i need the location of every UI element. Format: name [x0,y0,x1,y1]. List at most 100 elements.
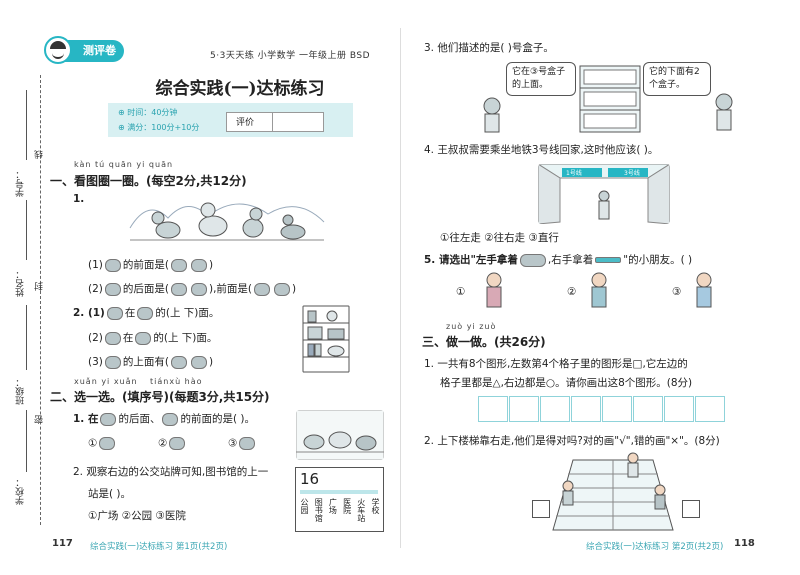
fox-option-icon[interactable] [170,282,187,296]
bus-stop-sign: 16 公园 图书馆 广场 医院 火车站 学校 [295,467,384,532]
ball-icon [137,306,154,320]
shape-cell-3[interactable] [540,396,570,422]
cut-line [40,75,41,525]
q2-1: 2. (1)在的(上 下)面。 [73,305,219,320]
section2-pinyin-2: tiánxù hào [150,377,203,386]
rq5-option-2[interactable]: ② [567,286,577,298]
teddy-icon[interactable] [190,355,207,369]
evaluation-box[interactable] [226,112,324,132]
animals-line-illustration [296,410,384,460]
shape-cell-2[interactable] [509,396,539,422]
q2-2-num: (2) [88,332,103,344]
shape-cell-1[interactable] [478,396,508,422]
shape-cell-7[interactable] [664,396,694,422]
monkey-icon [104,282,121,296]
deer-icon [162,412,179,426]
stop-list: 公园 图书馆 广场 医院 火车站 学校 [299,498,381,530]
bear-icon[interactable] [190,282,207,296]
q4-options[interactable]: ①广场 ②公园 ③医院 [88,510,186,522]
q3-option-3-label: ③ [228,437,238,450]
speech-bubble-right: 它的下面有2个盒子。 [643,62,711,96]
q2-1-text2[interactable]: 的(上 下)面。 [155,307,220,319]
score-info: ⊕ 满分：100分+10分 [118,123,200,132]
cow-icon [239,437,256,450]
rq5-end[interactable]: "的小朋友。( ) [623,254,693,266]
q2-2-text2[interactable]: 的(上 下)面。 [153,332,218,344]
dog-icon[interactable] [254,282,271,296]
class-label: 班级： [16,378,26,405]
rq5-prefix: 5. 请选出"左手拿着 [424,254,518,266]
q1-2-text2: ),前面是( [208,283,253,295]
q2-2: (2)在的(上 下)面。 [88,330,217,345]
boxes-cabinet-illustration [483,65,733,133]
fox-icon [104,258,121,272]
q3-option-1[interactable]: ① [88,437,117,450]
name-field[interactable] [26,200,27,260]
mascot-icon [44,36,72,64]
rq7-text: 2. 上下楼梯靠右走,他们是得对吗?对的画"√",错的画"×"。(8分) [424,435,720,447]
line1-sign: 1号线 [566,169,582,177]
left-footer: 综合实践(一)达标练习 第1页(共2页) [90,542,228,552]
q1-1: (1)的前面是() [88,258,214,272]
section3-pinyin: zuò yi zuò [446,322,497,331]
series-header: 5·3天天练 小学数学 一年级上册 BSD [210,51,371,61]
q3-end[interactable]: 的前面的是( )。 [180,413,255,425]
q3-option-2-label: ② [158,437,168,450]
goat-icon [99,437,116,450]
q2-3-num: (3) [88,356,103,368]
time-info: ⊕ 时间：40分钟 [118,108,178,117]
q2-1-num: 2. (1) [73,307,105,319]
rabbit-icon[interactable] [190,258,207,272]
car-icon[interactable] [170,355,187,369]
shape-cell-4[interactable] [571,396,601,422]
stop-3: 广场 [328,498,338,514]
student-id-label: 学号： [16,170,26,197]
lunchbox-icon [519,253,546,267]
class-field[interactable] [26,305,27,370]
children-illustration [486,272,712,308]
animals-race-illustration [129,202,325,241]
section2-heading: 二、选一选。(填序号)(每题3分,共15分) [50,390,270,404]
page-title: 综合实践(一)达标练习 [155,79,325,99]
stop-6: 学校 [370,498,380,514]
q3-option-3[interactable]: ③ [228,437,257,450]
page-fold [400,28,401,548]
staircase-illustration [552,452,674,531]
section2-pinyin-1: xuǎn yi xuǎn [74,377,138,386]
evaluation-label: 评价 [236,118,255,128]
rq5-text: 5. 请选出"左手拿着 ,右手拿着 "的小朋友。( ) [424,252,692,267]
hedgehog-icon[interactable] [274,282,291,296]
q2-3-text: 的上面有( [122,356,169,368]
q4-line2[interactable]: 站是( )。 [88,488,132,500]
horse-icon [100,412,117,426]
stop-4: 医院 [342,498,352,514]
rq4-text[interactable]: 4. 王叔叔需要乘坐地铁3号线回家,这时他应该( )。 [424,144,659,156]
student-id-field[interactable] [26,90,27,160]
shape-cell-5[interactable] [602,396,632,422]
shape-cell-8[interactable] [695,396,725,422]
q4-line1: 2. 观察右边的公交站牌可知,图书馆的上一 [73,466,269,478]
speech-bubble-left: 它在③号盒子的上面。 [506,62,576,96]
rq4-options[interactable]: ①往左走 ②往右走 ③直行 [440,232,559,244]
stop-5: 火车站 [356,498,366,522]
shape-cell-6[interactable] [633,396,663,422]
q1-2-text: 的后面是( [122,283,169,295]
rq5-mid: ,右手拿着 [547,254,594,266]
right-footer: 综合实践(一)达标练习 第2页(共2页) [586,542,724,552]
margin-line-mark: 线 [35,150,45,159]
check-box-right[interactable] [682,500,700,518]
rq5-option-3[interactable]: ③ [672,286,682,298]
turtle-icon[interactable] [170,258,187,272]
school-field[interactable] [26,410,27,472]
section3-heading: 三、做一做。(共26分) [422,335,546,349]
q1-2: (2)的后面是(),前面是() [88,282,297,296]
check-box-left[interactable] [532,500,550,518]
q1-1-num: (1) [88,259,103,271]
q3-option-2[interactable]: ② [158,437,187,450]
rq3-text[interactable]: 3. 他们描述的是( )号盒子。 [424,42,554,54]
stop-1: 公园 [300,498,309,514]
bus-route-number: 16 [300,470,320,488]
rq5-option-1[interactable]: ① [456,286,466,298]
zebra-icon [169,437,186,450]
q3-option-1-label: ① [88,437,98,450]
